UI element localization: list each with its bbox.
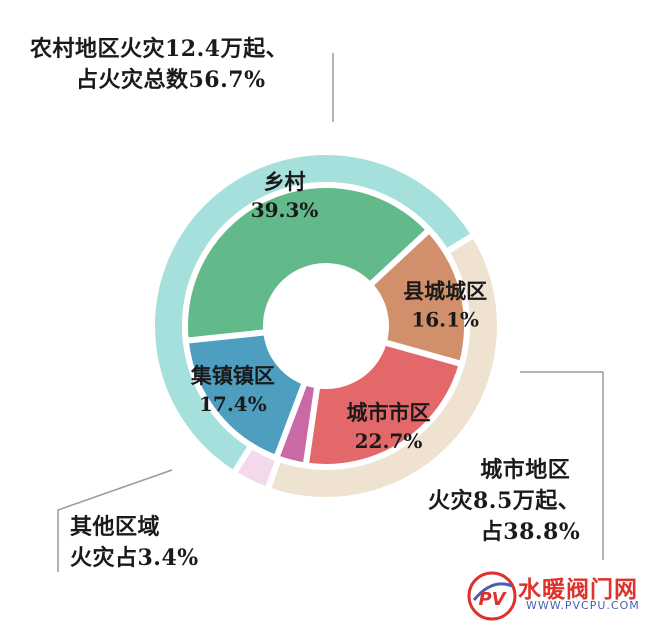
leader-lines (57, 53, 604, 572)
svg-text:PV: PV (478, 589, 507, 610)
urban-leader-line (520, 371, 604, 560)
watermark-url: WWW.PVCPU.COM (526, 599, 640, 612)
site-watermark: PV 水暖阀门网 WWW.PVCPU.COM (466, 568, 646, 624)
rural-callout: 农村地区火灾12.4万起、 占火灾总数56.7% (30, 34, 288, 96)
slice-value-city-district: 22.7% (355, 429, 423, 453)
watermark-text: 水暖阀门网 (518, 577, 638, 603)
rural-callout-line-2: 占火灾总数56.7% (76, 67, 266, 93)
pv-logo-icon: PV (467, 571, 517, 621)
donut-hole (266, 266, 386, 386)
other-callout-line-2: 火灾占3.4% (70, 545, 199, 571)
urban-callout: 城市地区 火灾8.5万起、 占38.8% (428, 455, 580, 548)
other-leader-line (57, 469, 173, 572)
slice-label-village: 乡村 (264, 169, 306, 194)
slice-label-county-town: 县城城区 (403, 278, 487, 303)
slice-label-market-town: 集镇镇区 (190, 363, 275, 388)
urban-callout-line-3: 占38.8% (480, 519, 581, 545)
slice-value-village: 39.3% (251, 198, 319, 222)
other-callout: 其他区域 火灾占3.4% (70, 512, 199, 574)
slice-value-county-town: 16.1% (411, 307, 479, 331)
slice-value-market-town: 17.4% (199, 392, 267, 416)
inner-labels: 乡村 39.3% 县城城区 16.1% 城市市区 22.7% 集镇镇区 17.4% (190, 169, 487, 453)
other-callout-line-1: 其他区域 (70, 514, 161, 540)
urban-callout-line-1: 城市地区 (480, 457, 571, 483)
rural-callout-line-1: 农村地区火灾12.4万起、 (30, 36, 289, 62)
urban-callout-line-2: 火灾8.5万起、 (428, 488, 581, 514)
slice-label-city-district: 城市市区 (347, 400, 431, 425)
